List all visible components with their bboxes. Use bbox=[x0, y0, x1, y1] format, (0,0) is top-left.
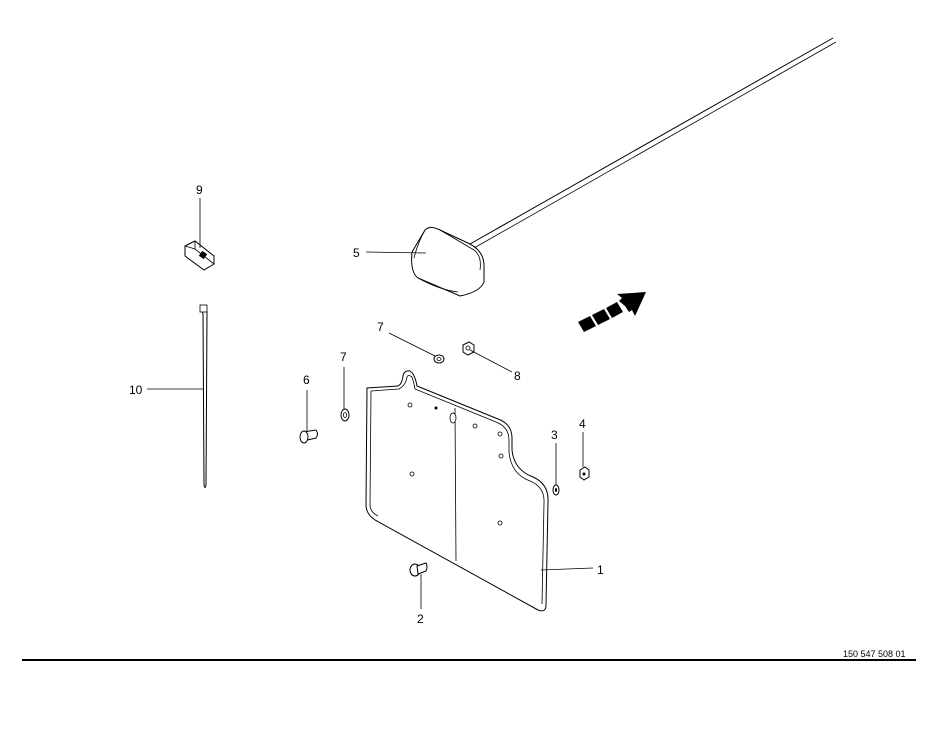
mudflap-inner-outline bbox=[369, 375, 545, 605]
lock-nut-part bbox=[579, 466, 590, 481]
leader-line bbox=[469, 349, 513, 373]
washer-part bbox=[555, 488, 557, 492]
lamp-lens-edge bbox=[413, 229, 481, 271]
mounting-hole bbox=[498, 453, 504, 459]
callout-10: 10 bbox=[129, 383, 143, 397]
callout-6: 6 bbox=[303, 373, 310, 387]
leader-line bbox=[388, 332, 436, 357]
bolt-part bbox=[299, 429, 318, 444]
callout-7-washer-upper: 7 bbox=[377, 320, 384, 334]
travel-direction-arrow-icon bbox=[578, 292, 646, 332]
document-number: 150 547 508 01 bbox=[843, 649, 906, 659]
lamp-housing bbox=[411, 227, 485, 297]
lamp-with-cable bbox=[411, 37, 837, 297]
callout-1: 1 bbox=[597, 563, 604, 577]
lamp-base bbox=[417, 277, 459, 293]
cable-tie-part bbox=[199, 304, 208, 488]
lamp-cable-inner bbox=[473, 41, 837, 249]
lamp-cable bbox=[469, 37, 834, 245]
callout-8: 8 bbox=[514, 369, 521, 383]
leader-line bbox=[540, 567, 594, 571]
nut-part bbox=[462, 341, 475, 356]
mounting-hole bbox=[472, 423, 478, 429]
mounting-hole bbox=[449, 412, 457, 424]
callout-7-washer: 7 bbox=[340, 350, 347, 364]
washer-part bbox=[436, 357, 442, 361]
leader-line bbox=[365, 251, 427, 254]
mudflap-fold-line bbox=[454, 407, 457, 562]
callout-2: 2 bbox=[417, 612, 424, 626]
callout-9: 9 bbox=[196, 183, 203, 197]
mounting-hole bbox=[407, 402, 413, 408]
mounting-hole bbox=[497, 520, 503, 526]
washer-part bbox=[343, 412, 347, 418]
mounting-hole bbox=[497, 431, 503, 437]
carriage-bolt-part bbox=[409, 562, 428, 577]
mudflap-plate bbox=[365, 370, 549, 612]
mounting-hole bbox=[434, 406, 438, 410]
clip-part bbox=[184, 240, 215, 271]
callout-5: 5 bbox=[353, 246, 360, 260]
callout-3: 3 bbox=[551, 428, 558, 442]
mudflap-outline bbox=[365, 370, 549, 612]
mounting-hole bbox=[409, 471, 415, 477]
callout-4: 4 bbox=[579, 417, 586, 431]
